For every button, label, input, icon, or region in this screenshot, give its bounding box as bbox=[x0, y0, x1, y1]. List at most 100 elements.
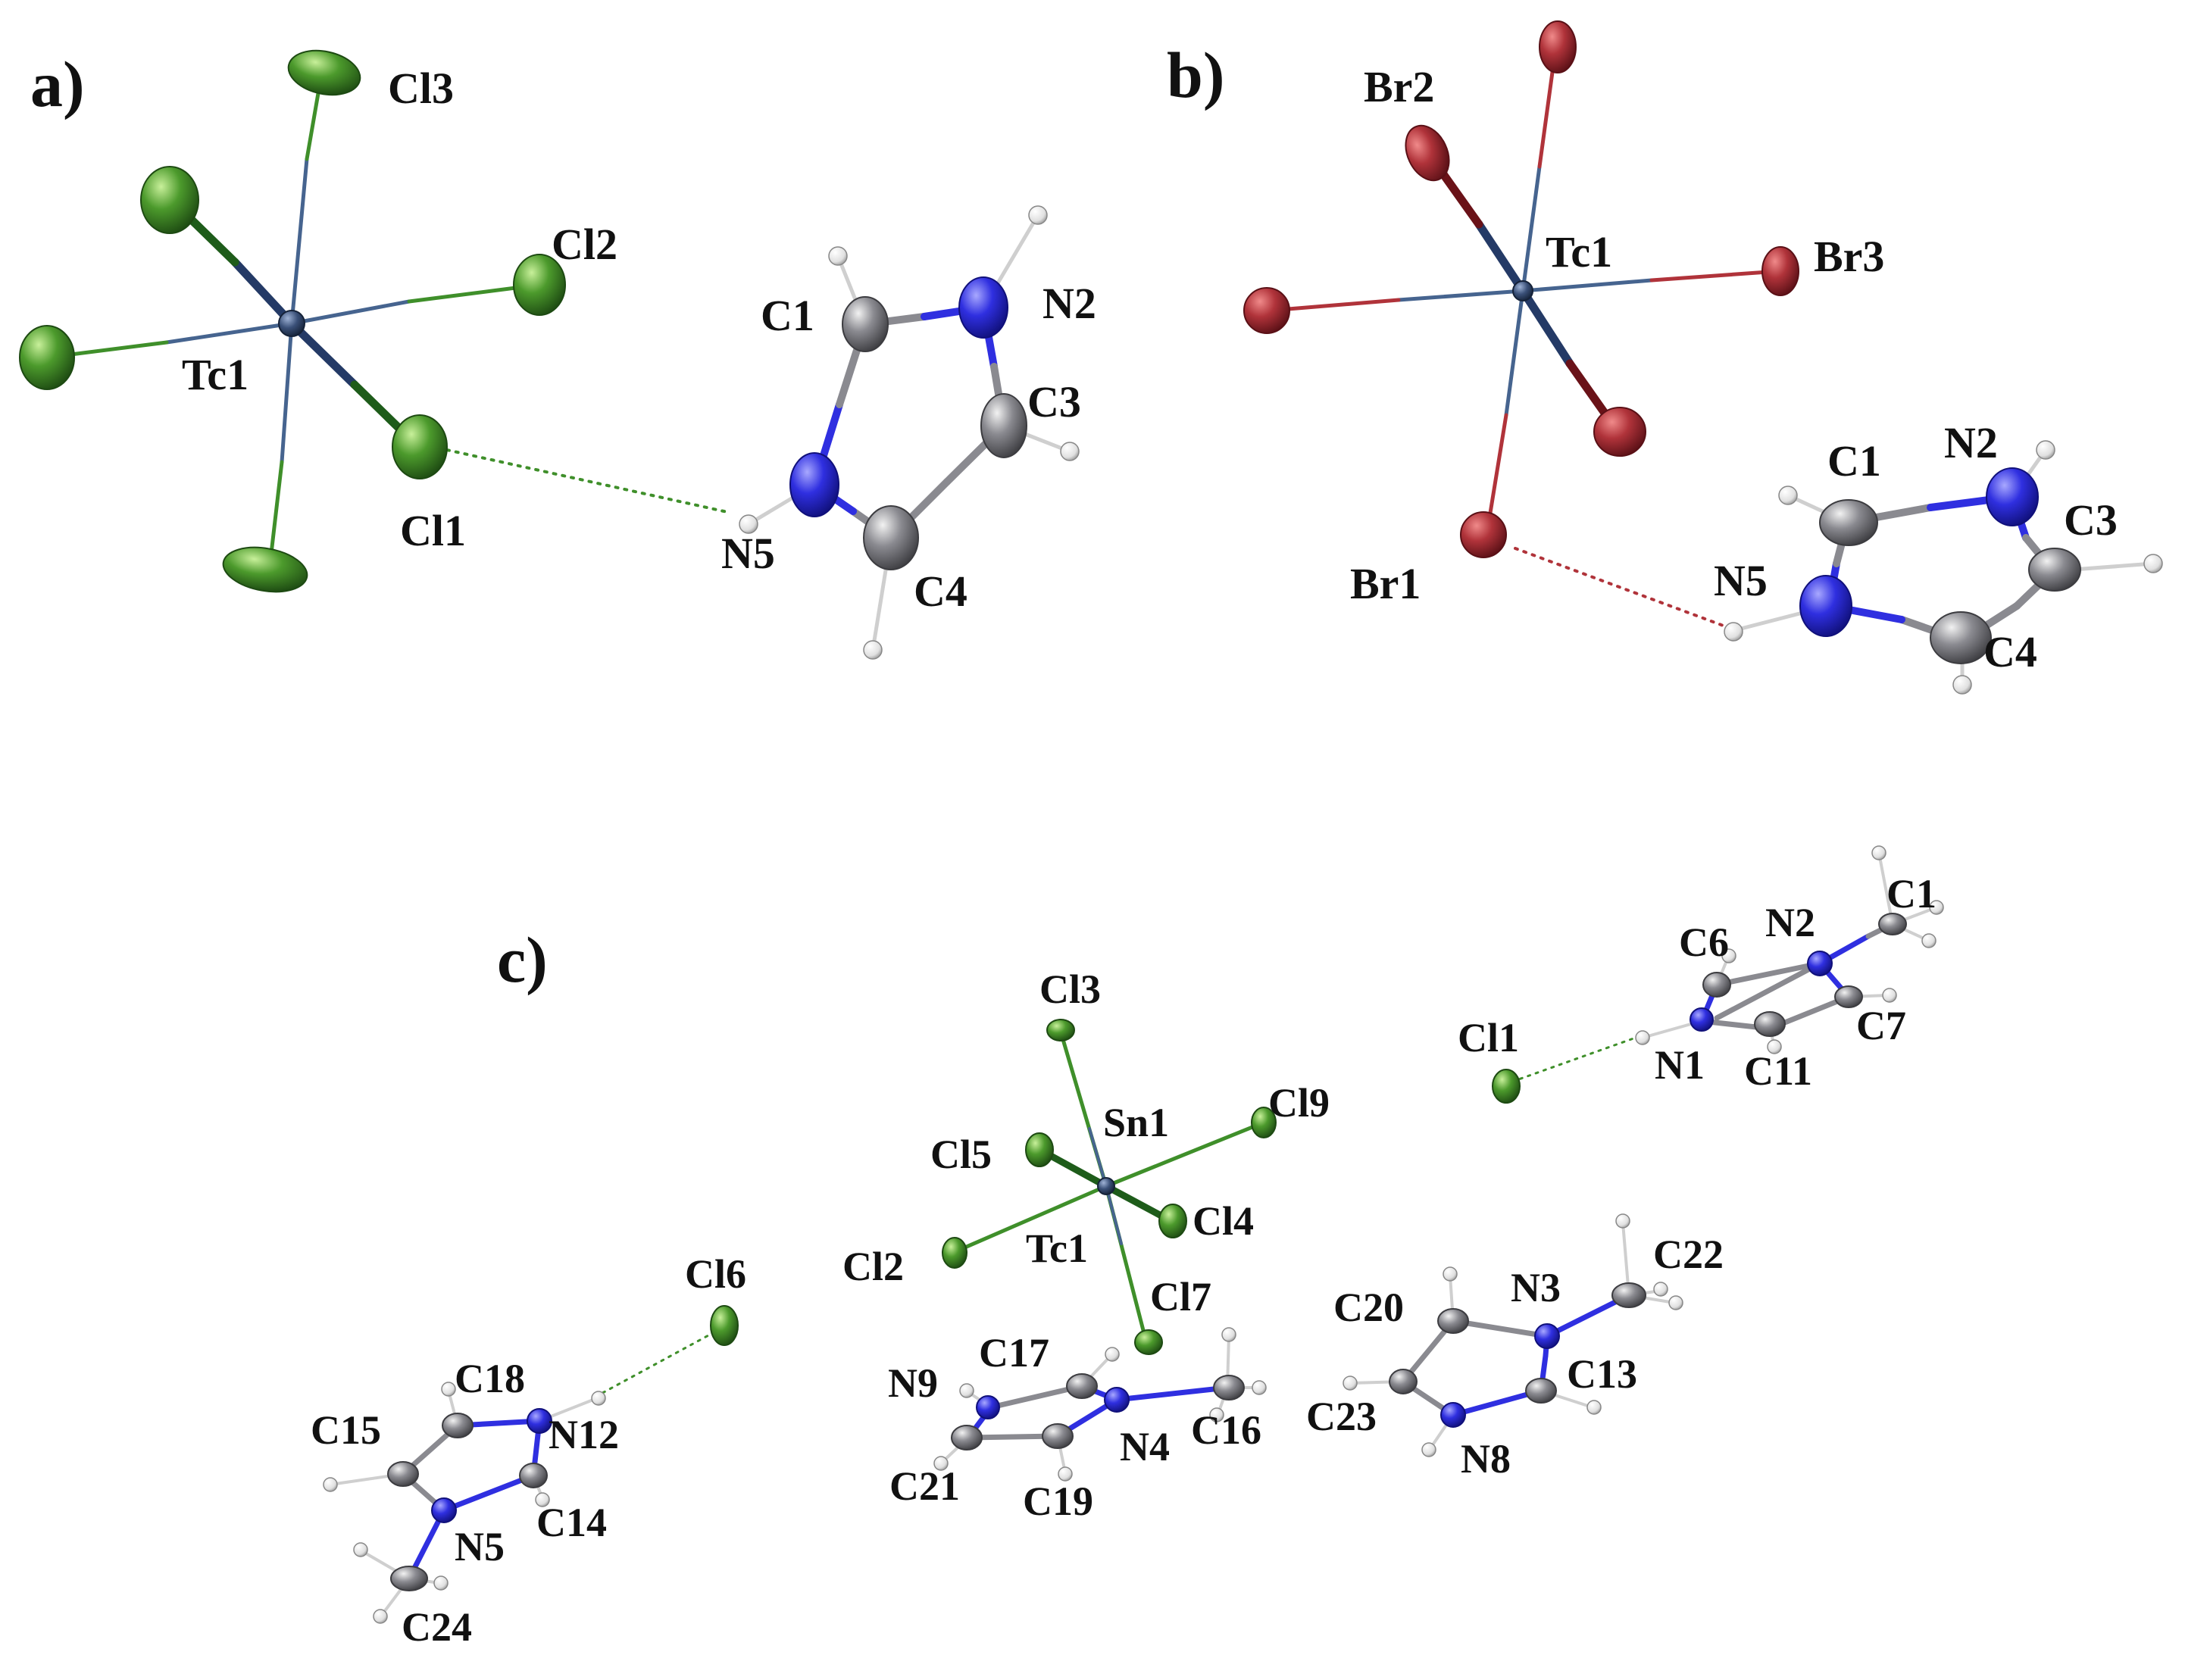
panel-c-hydrogen-bond-1 bbox=[1511, 1033, 1646, 1083]
panel-c-cl4-atom bbox=[1158, 1204, 1187, 1238]
panel-b-c1-atom bbox=[1819, 499, 1878, 546]
panel-a-n2-atom bbox=[958, 276, 1008, 339]
atom-label-br1: Br1 bbox=[1350, 559, 1421, 608]
h-atom bbox=[373, 1609, 388, 1624]
panel-b-n5-atom bbox=[1799, 575, 1852, 637]
n3-cation4-atom bbox=[1534, 1323, 1560, 1349]
h-atom bbox=[441, 1382, 456, 1397]
atom-label-c-c7: C7 bbox=[1856, 1003, 1906, 1048]
atom-label-c3: C3 bbox=[1027, 377, 1081, 426]
h-atom bbox=[1721, 948, 1736, 963]
h-atom bbox=[1767, 1039, 1782, 1054]
panel-a: a) Cl3 Cl2 Tc1 Cl1 C1 N2 C3 N5 C4 bbox=[19, 48, 1096, 660]
br2-atom bbox=[1405, 124, 1450, 182]
atom-label-tc1-b: Tc1 bbox=[1546, 227, 1612, 276]
atom-label-c1-b: C1 bbox=[1827, 436, 1881, 486]
atom-label-tc1: Tc1 bbox=[182, 350, 249, 399]
c6-cation1-atom bbox=[1702, 972, 1731, 998]
atom-label-c-cl2: Cl2 bbox=[842, 1244, 904, 1289]
panel-c-center-atom bbox=[1097, 1177, 1115, 1195]
tc1-atom-b bbox=[1512, 280, 1533, 301]
panel-b-h-atom bbox=[1778, 486, 1798, 505]
atom-label-br3: Br3 bbox=[1814, 232, 1884, 281]
h-atom bbox=[1615, 1213, 1630, 1229]
panel-b-c4-atom bbox=[1930, 611, 1992, 664]
atom-label-c-n9: N9 bbox=[888, 1360, 938, 1406]
atom-label-c-c14: C14 bbox=[536, 1500, 607, 1545]
atom-label-cl3: Cl3 bbox=[388, 64, 454, 113]
panel-a-label: a) bbox=[30, 48, 85, 120]
panel-a-ring-bonds bbox=[811, 304, 1008, 542]
cl-upper-left-atom bbox=[140, 166, 199, 234]
panel-c-cl3-atom bbox=[1046, 1019, 1075, 1041]
cl1-atom bbox=[392, 414, 448, 479]
atom-label-c-c18: C18 bbox=[455, 1356, 525, 1401]
atom-label-c-c11: C11 bbox=[1744, 1048, 1812, 1094]
n9-cation3-atom bbox=[976, 1395, 1000, 1419]
atom-label-c-c13: C13 bbox=[1567, 1351, 1637, 1397]
panel-c-hydrogen-bond-2 bbox=[594, 1329, 720, 1398]
atom-label-c-n2: N2 bbox=[1765, 900, 1815, 945]
h-atom bbox=[1252, 1380, 1267, 1395]
n4-cation3-atom bbox=[1104, 1387, 1130, 1413]
tc1-atom bbox=[278, 310, 305, 337]
atom-label-c-c17: C17 bbox=[979, 1330, 1049, 1376]
atom-label-c-tc1: Tc1 bbox=[1026, 1226, 1088, 1271]
panel-a-c3-atom bbox=[980, 393, 1027, 458]
n1-cation1-atom bbox=[1690, 1007, 1714, 1032]
atom-label-c-cl5: Cl5 bbox=[930, 1132, 992, 1177]
c15-cation2-atom bbox=[387, 1461, 419, 1487]
atom-label-c-n12: N12 bbox=[549, 1412, 619, 1457]
c22-cation4-atom bbox=[1611, 1282, 1646, 1308]
atom-label-c-c23: C23 bbox=[1306, 1394, 1377, 1439]
panel-c-cl9-atom bbox=[1251, 1107, 1277, 1138]
panel-c-octahedron-bonds bbox=[954, 1029, 1266, 1341]
cation-4 bbox=[1343, 1213, 1683, 1457]
br-lower-right-atom bbox=[1593, 407, 1646, 457]
panel-b-hydrogen-bond bbox=[1514, 547, 1729, 629]
h-atom bbox=[1586, 1400, 1602, 1415]
c14-cation2-atom bbox=[519, 1463, 548, 1488]
cl2-atom bbox=[513, 254, 566, 316]
atom-label-c-c6: C6 bbox=[1679, 920, 1729, 965]
panel-b-n2-atom bbox=[1986, 467, 2039, 526]
h-atom bbox=[323, 1477, 338, 1492]
h-atom bbox=[591, 1391, 606, 1406]
c7-cation1-atom bbox=[1834, 985, 1863, 1008]
panel-b-label: b) bbox=[1167, 39, 1224, 111]
h-atom bbox=[1653, 1282, 1668, 1297]
atom-label-c-n3: N3 bbox=[1511, 1265, 1561, 1310]
h-atom bbox=[1871, 845, 1886, 860]
panel-b-h-atom bbox=[1952, 675, 1972, 695]
atom-label-br2: Br2 bbox=[1364, 62, 1434, 111]
c17-cation3-atom bbox=[1066, 1373, 1098, 1399]
h-atom bbox=[1421, 1442, 1436, 1457]
atom-label-n5: N5 bbox=[721, 529, 775, 578]
atom-label-c-cl4: Cl4 bbox=[1193, 1198, 1254, 1244]
h-atom bbox=[933, 1456, 949, 1471]
atom-label-c-c20: C20 bbox=[1333, 1285, 1404, 1330]
c13-cation4-atom bbox=[1525, 1378, 1557, 1404]
n8-cation4-atom bbox=[1440, 1402, 1466, 1428]
panel-c-cl2-atom bbox=[942, 1237, 967, 1269]
atom-label-cl1: Cl1 bbox=[400, 506, 466, 555]
panel-c-cl7-atom bbox=[1134, 1329, 1163, 1355]
panel-a-h-atom bbox=[739, 514, 758, 534]
panel-c-cl5-atom bbox=[1025, 1132, 1054, 1167]
atom-label-c4: C4 bbox=[914, 567, 967, 616]
h-atom bbox=[1105, 1347, 1120, 1362]
atom-label-c-c24: C24 bbox=[402, 1604, 472, 1650]
cl3-atom bbox=[287, 49, 361, 96]
c18-cation2-atom bbox=[442, 1413, 474, 1438]
atom-label-c-n5: N5 bbox=[455, 1524, 505, 1569]
n12-cation2-atom bbox=[527, 1408, 552, 1434]
h-atom bbox=[1635, 1030, 1650, 1045]
c19-cation3-atom bbox=[1042, 1423, 1074, 1449]
panel-b: b) Br2 Tc1 Br3 Br1 C1 N2 C3 N5 C4 bbox=[1167, 20, 2163, 695]
br3-atom bbox=[1761, 246, 1799, 296]
panel-c-label: c) bbox=[497, 923, 548, 996]
h-atom bbox=[1668, 1295, 1683, 1310]
panel-a-h-atom bbox=[1028, 205, 1048, 225]
atom-label-c4-b: C4 bbox=[1983, 627, 2037, 676]
atom-label-c-c15: C15 bbox=[311, 1407, 381, 1453]
